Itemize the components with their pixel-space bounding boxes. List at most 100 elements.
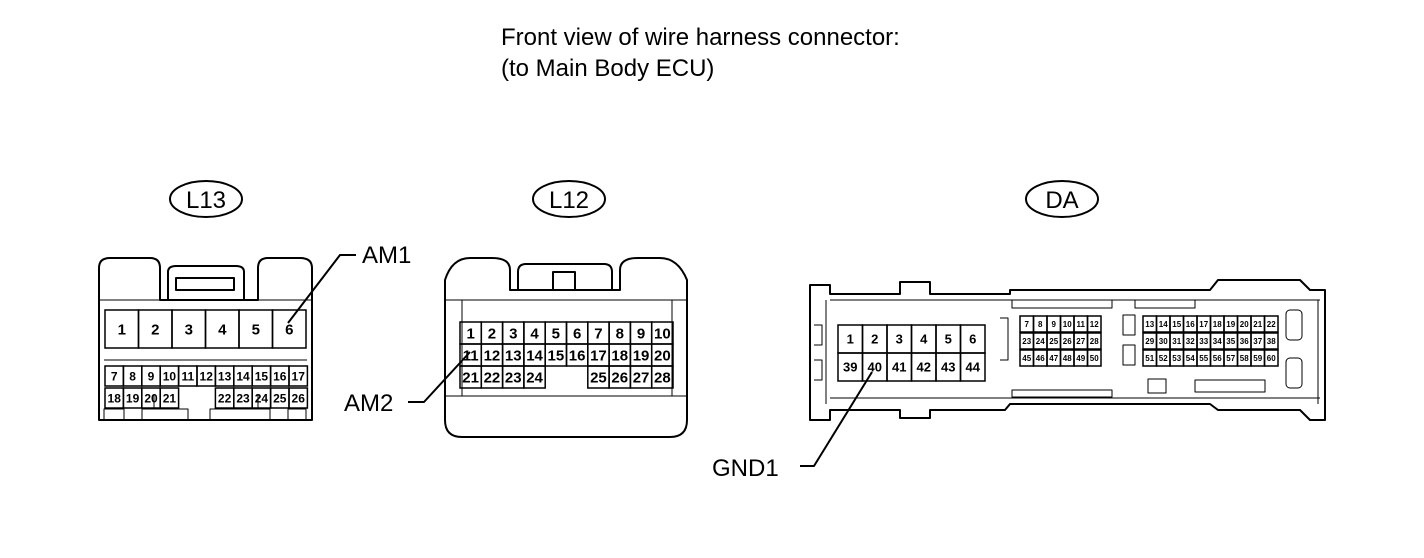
da-mid-row1-pin-number: 7 xyxy=(1025,320,1030,329)
callout-gnd1: GND1 xyxy=(712,455,779,482)
l13-row1-pin-number: 6 xyxy=(285,321,293,338)
da-mid-row3-row: 45 46 47 48 49 50 xyxy=(1019,349,1102,367)
connector-l12-label-oval xyxy=(532,180,606,218)
connector-l12-body xyxy=(444,257,688,438)
da-right-row2-pin-number: 30 xyxy=(1159,337,1168,346)
da-mid-row2-pin-number: 27 xyxy=(1076,337,1085,346)
da-right-row2-pin-number: 36 xyxy=(1240,337,1249,346)
l13-row2-pin-number: 17 xyxy=(292,369,306,383)
da-right-row2-pin-cell xyxy=(1263,332,1279,350)
da-mid-row3-pin-number: 50 xyxy=(1090,354,1099,363)
l12-row1-pin-number: 8 xyxy=(616,325,624,342)
da-right-row2-pin-number: 29 xyxy=(1145,337,1154,346)
l13-row1-pin-number: 2 xyxy=(151,321,159,338)
da-right-row2-pin-number: 33 xyxy=(1199,337,1208,346)
l12-row1-pin-number: 5 xyxy=(552,325,560,342)
l13-row3-pin-number: 19 xyxy=(126,391,140,405)
da-right-row3-pin-number: 59 xyxy=(1253,354,1262,363)
l12-row3-pin-number: 23 xyxy=(505,369,522,386)
da-big-row2-pin-cell xyxy=(959,352,986,382)
l13-row3-pin-number: 18 xyxy=(108,391,122,405)
l13-row2-pin-cell xyxy=(288,365,309,387)
da-right-row2-pin-number: 31 xyxy=(1172,337,1181,346)
da-mid-row2-pin-number: 28 xyxy=(1090,337,1099,346)
da-mid-row3-pin-number: 49 xyxy=(1076,354,1085,363)
da-big-row2-pin-number: 41 xyxy=(892,360,906,375)
l13-row3-pin-cell xyxy=(288,387,309,409)
da-big-row1-pin-number: 3 xyxy=(896,332,903,347)
da-mid-row1-pin-cell xyxy=(1086,315,1102,333)
l12-row2-pin-number: 11 xyxy=(463,347,479,364)
l13-row3-pin-cell xyxy=(159,387,180,409)
l12-row2-pin-number: 18 xyxy=(611,347,628,364)
l12-row2-pin-number: 16 xyxy=(569,347,586,364)
l13-row2-pin-number: 12 xyxy=(200,369,214,383)
da-right-row2-pin-number: 35 xyxy=(1226,337,1235,346)
l12-row2-pin-number: 19 xyxy=(633,347,650,364)
am2-leader-line xyxy=(408,351,471,403)
l13-row3-pin-number: 22 xyxy=(218,391,232,405)
da-right-row2-pin-number: 32 xyxy=(1186,337,1195,346)
da-right-row2-pin-number: 37 xyxy=(1253,337,1262,346)
da-right-row1-pin-number: 15 xyxy=(1172,320,1181,329)
callout-am2: AM2 xyxy=(344,390,393,417)
l13-row2-pin-number: 15 xyxy=(255,369,269,383)
l13-row3-pin-number: 24 xyxy=(255,391,269,405)
da-right-row1-pin-number: 17 xyxy=(1199,320,1208,329)
da-big-row2-pin-number: 44 xyxy=(966,360,981,375)
l13-row2-pin-number: 7 xyxy=(111,369,118,383)
l12-row3-pin-number: 26 xyxy=(611,369,628,386)
am1-leader-line xyxy=(287,254,356,324)
l13-row2-pin-number: 11 xyxy=(181,369,194,383)
l13-row3-pin-number: 20 xyxy=(144,391,158,405)
da-mid-row1-pin-number: 11 xyxy=(1077,320,1086,329)
da-mid-row2-pin-number: 26 xyxy=(1063,337,1072,346)
l12-row1-pin-number: 6 xyxy=(573,325,581,342)
connector-l12-label: L12 xyxy=(549,187,589,214)
l12-row3-pin-number: 22 xyxy=(484,369,501,386)
da-big-row1-pin-number: 4 xyxy=(920,332,928,347)
da-big-row1-pin-number: 1 xyxy=(847,332,854,347)
da-right-row3-pin-number: 57 xyxy=(1226,354,1235,363)
da-right-row1-pin-number: 13 xyxy=(1145,320,1154,329)
da-mid-row3-pin-number: 47 xyxy=(1049,354,1058,363)
da-right-row3-pin-number: 51 xyxy=(1145,354,1154,363)
da-right-row1-pin-number: 14 xyxy=(1159,320,1168,329)
l13-row2-pin-number: 14 xyxy=(236,369,250,383)
l13-row2-pin-number: 8 xyxy=(129,369,136,383)
l12-row2-pin-number: 17 xyxy=(590,347,607,364)
da-mid-row3-pin-number: 48 xyxy=(1063,354,1072,363)
l12-row1-pin-number: 3 xyxy=(509,325,517,342)
da-mid-row3-pin-number: 45 xyxy=(1022,354,1031,363)
da-mid-row3-pin-number: 46 xyxy=(1036,354,1045,363)
da-mid-row3-pin-cell xyxy=(1086,349,1102,367)
connector-da-label-oval xyxy=(1025,180,1099,218)
l13-row3-pin-number: 21 xyxy=(163,391,177,405)
da-big-row2-pin-number: 42 xyxy=(917,360,931,375)
da-big-row2-pin-number: 40 xyxy=(868,360,882,375)
title-line-1: Front view of wire harness connector: xyxy=(501,24,900,51)
l12-row1-pin-number: 1 xyxy=(466,325,474,342)
da-big-row1-pin-number: 2 xyxy=(871,332,878,347)
l13-row3-pin-number: 23 xyxy=(236,391,250,405)
gnd1-leader-line xyxy=(800,371,873,467)
da-mid-row1-pin-number: 10 xyxy=(1063,320,1072,329)
da-right-row1-pin-number: 16 xyxy=(1186,320,1195,329)
l12-row3-pin-number: 25 xyxy=(590,369,607,386)
da-right-row3-pin-number: 56 xyxy=(1213,354,1222,363)
l12-row2-pin-number: 12 xyxy=(484,347,501,364)
l12-row1-pin-number: 2 xyxy=(488,325,496,342)
l12-row3-pin-cell xyxy=(650,365,674,389)
da-right-row3-pin-number: 54 xyxy=(1186,354,1195,363)
l12-row2-pin-number: 20 xyxy=(654,347,671,364)
